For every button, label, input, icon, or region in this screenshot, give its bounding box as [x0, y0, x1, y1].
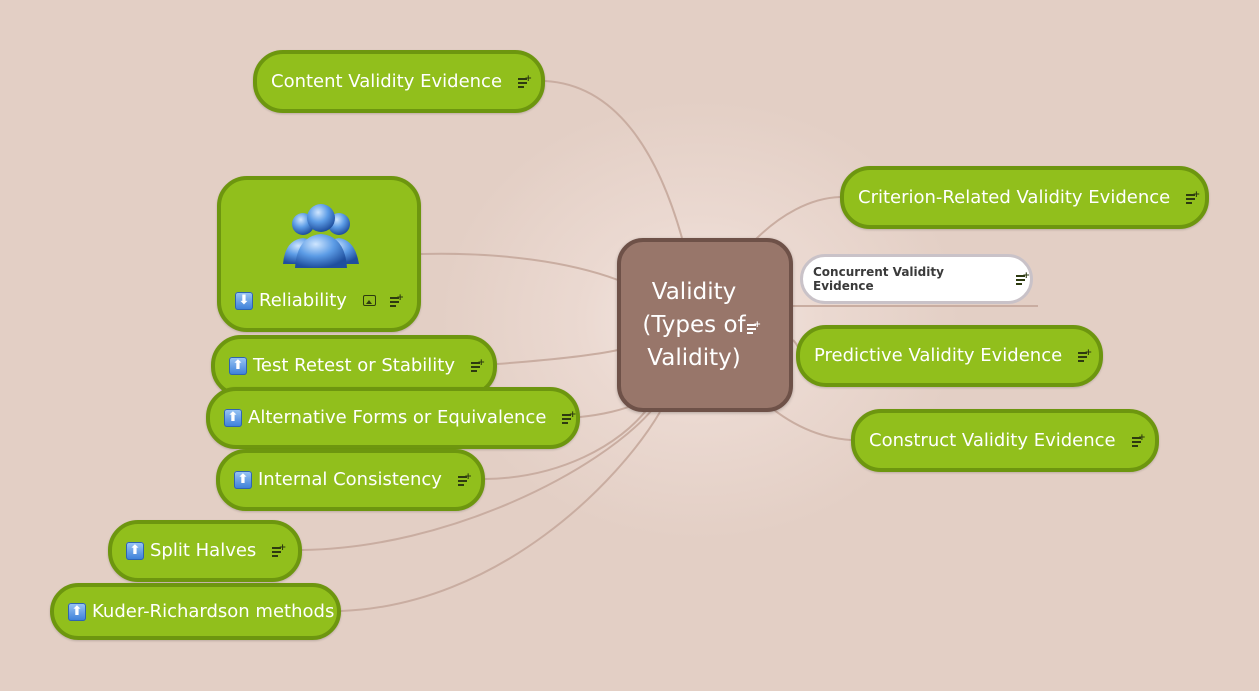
node-label: Kuder-Richardson methods: [92, 600, 335, 622]
up-arrow-icon: ⬆: [224, 409, 242, 427]
note-icon[interactable]: +: [1078, 349, 1092, 362]
down-arrow-icon: ⬇: [235, 291, 253, 310]
node-concurrent-validity[interactable]: Concurrent Validity Evidence +: [800, 254, 1033, 304]
node-kuder-richardson[interactable]: ⬆ Kuder-Richardson methods: [50, 583, 341, 640]
up-arrow-icon: ⬆: [229, 357, 247, 375]
node-label: Internal Consistency: [258, 469, 442, 490]
node-criterion-related[interactable]: Criterion-Related Validity Evidence +: [840, 166, 1209, 229]
note-icon[interactable]: +: [471, 359, 485, 372]
note-icon[interactable]: +: [1186, 190, 1200, 204]
link-test-retest: [496, 349, 619, 365]
note-icon[interactable]: +: [272, 544, 286, 557]
link-internal: [484, 407, 649, 480]
node-label: Split Halves: [150, 540, 257, 561]
node-label: Construct Validity Evidence: [869, 429, 1116, 451]
people-icon: [283, 204, 359, 268]
up-arrow-icon: ⬆: [126, 542, 144, 560]
node-reliability[interactable]: ⬇ Reliability +: [217, 176, 421, 332]
note-icon[interactable]: +: [1016, 272, 1030, 285]
central-topic-label: Validity (Types of Validity): [642, 278, 746, 371]
link-split: [301, 409, 653, 551]
node-label: Content Validity Evidence: [271, 70, 503, 92]
note-icon[interactable]: +: [562, 411, 576, 424]
node-alternative-forms[interactable]: ⬆ Alternative Forms or Equivalence +: [206, 387, 580, 449]
link-criterion: [754, 196, 841, 241]
note-icon[interactable]: +: [457, 473, 472, 486]
link-content: [544, 80, 683, 239]
node-content-validity[interactable]: Content Validity Evidence +: [253, 50, 545, 113]
node-label: Alternative Forms or Equivalence: [248, 407, 547, 428]
node-label: Criterion-Related Validity Evidence: [858, 186, 1171, 208]
note-icon[interactable]: +: [389, 293, 404, 307]
link-reliability: [420, 252, 619, 281]
note-icon[interactable]: +: [518, 74, 532, 88]
node-predictive-validity[interactable]: Predictive Validity Evidence +: [796, 325, 1103, 387]
image-icon[interactable]: [362, 295, 376, 306]
node-construct-validity[interactable]: Construct Validity Evidence +: [851, 409, 1159, 472]
node-internal-consistency[interactable]: ⬆ Internal Consistency +: [216, 449, 485, 511]
up-arrow-icon: ⬆: [68, 602, 86, 621]
node-label: Test Retest or Stability: [253, 355, 456, 376]
node-split-halves[interactable]: ⬆ Split Halves +: [108, 520, 302, 582]
node-label: Predictive Validity Evidence: [814, 345, 1063, 366]
up-arrow-icon: ⬆: [234, 471, 252, 489]
note-icon[interactable]: +: [747, 321, 761, 334]
note-icon[interactable]: +: [1131, 433, 1146, 447]
node-label: Reliability: [259, 290, 347, 311]
central-topic[interactable]: Validity (Types of Validity) +: [617, 238, 793, 412]
link-kuder: [340, 411, 661, 612]
node-label: Concurrent Validity Evidence: [813, 265, 944, 293]
